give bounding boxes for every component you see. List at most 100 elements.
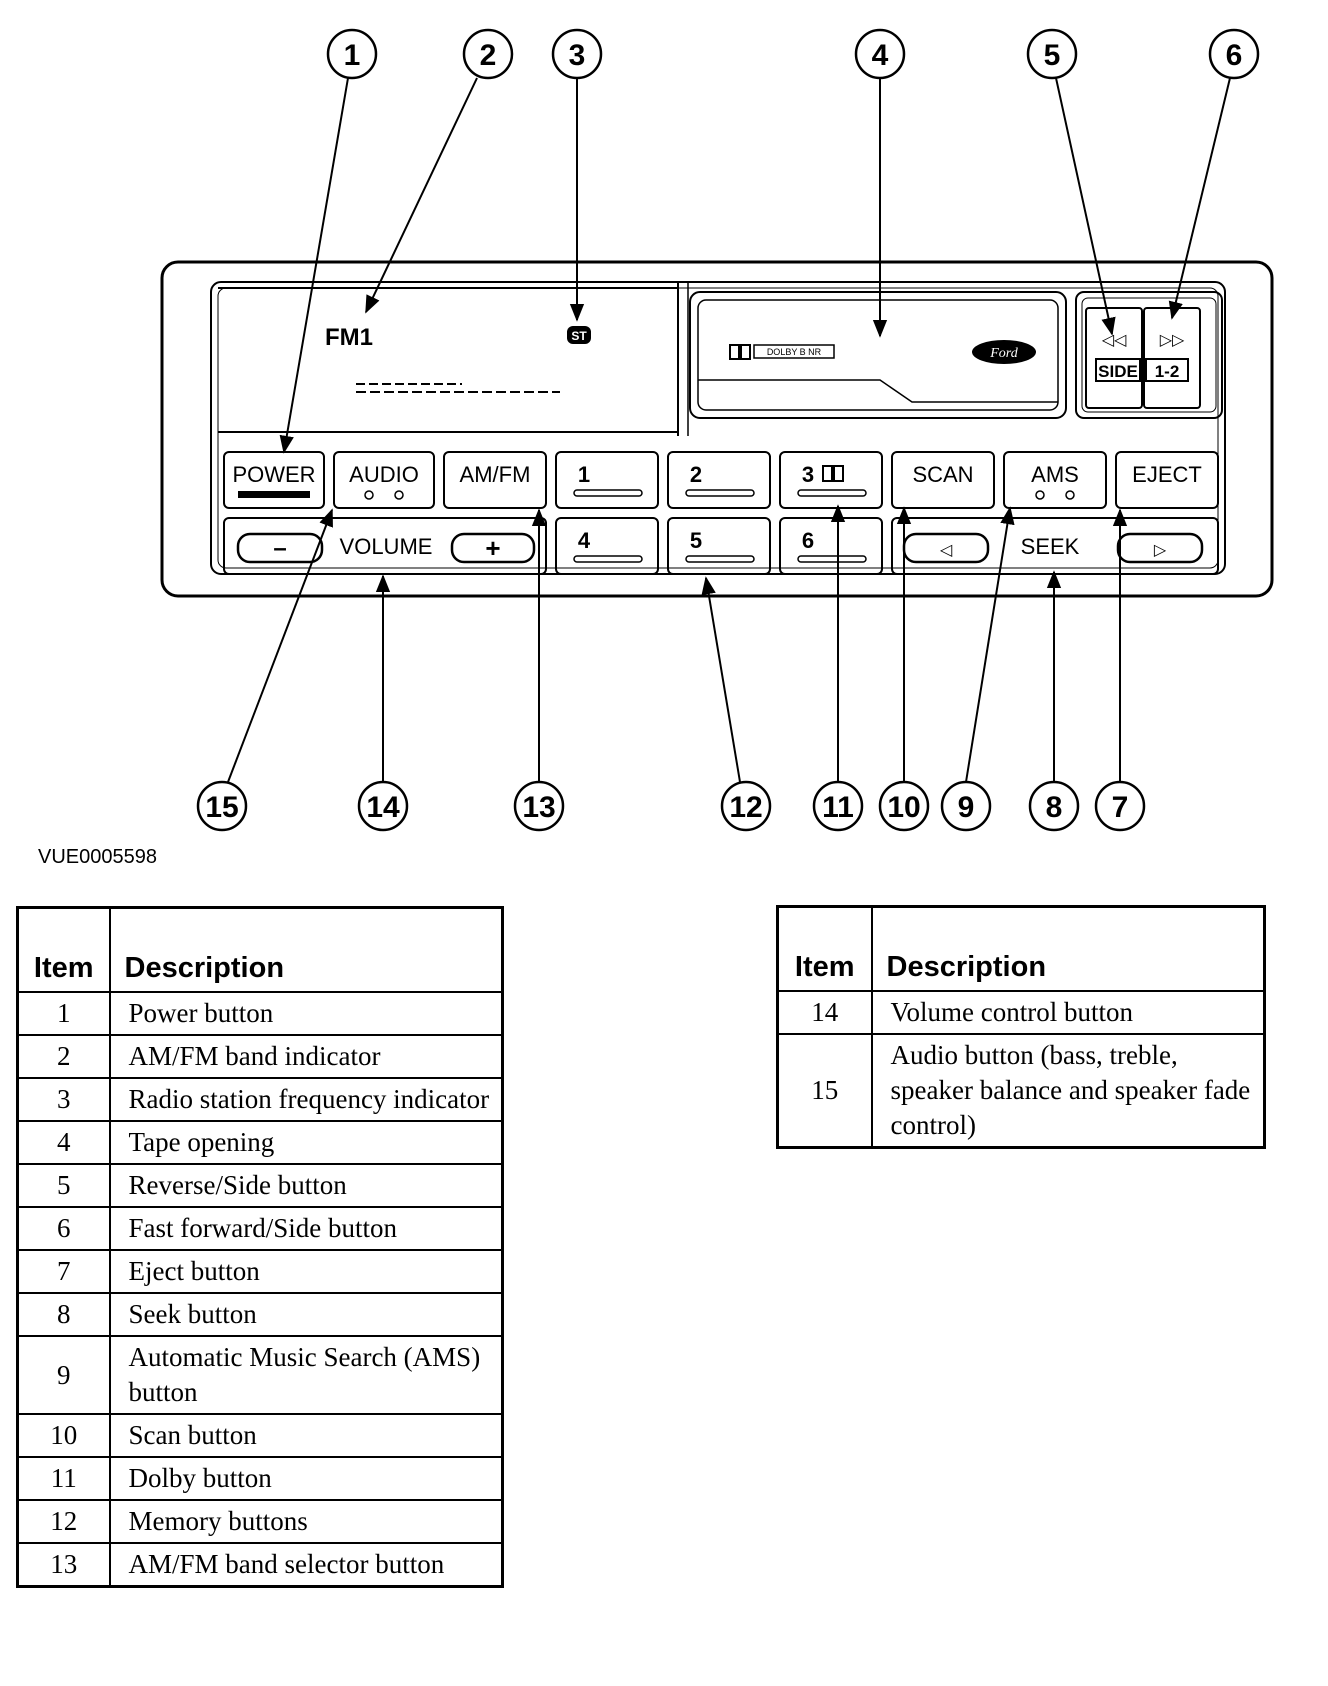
display-window: FM1 ST — [218, 282, 689, 436]
callout-13: 13 — [513, 780, 565, 832]
amfm-button-label: AM/FM — [460, 462, 531, 487]
callout-12: 12 — [720, 780, 772, 832]
callout-7: 7 — [1094, 780, 1146, 832]
fast-forward-side-button[interactable]: ▷▷ 1-2 — [1143, 307, 1201, 409]
callout-15: 15 — [196, 780, 248, 832]
item-number: 11 — [16, 1456, 111, 1501]
figure-code: VUE0005598 — [38, 846, 157, 868]
svg-text:14: 14 — [366, 791, 400, 824]
item-number: 5 — [16, 1163, 111, 1208]
amfm-button[interactable]: AM/FM — [443, 451, 547, 509]
preset-6-button[interactable]: 6 — [779, 517, 883, 575]
preset-4-button[interactable]: 4 — [555, 517, 659, 575]
svg-text:15: 15 — [205, 791, 238, 824]
svg-text:4: 4 — [872, 39, 889, 72]
item-description: Memory buttons — [108, 1499, 504, 1544]
rewind-icon: ◁◁ — [1101, 330, 1127, 349]
eject-button[interactable]: EJECT — [1115, 451, 1219, 509]
item-number: 12 — [16, 1499, 111, 1544]
leader-9 — [965, 506, 1015, 783]
preset-3-label: 3 — [802, 462, 814, 487]
item-number: 7 — [16, 1249, 111, 1294]
stereo-indicator: ST — [567, 326, 591, 344]
scan-button[interactable]: SCAN — [891, 451, 995, 509]
seek-left-icon: ◁ — [939, 540, 953, 559]
reverse-side-button[interactable]: ◁◁ SIDE — [1085, 307, 1143, 409]
callout-4: 4 — [854, 28, 906, 80]
audio-button[interactable]: AUDIO — [333, 451, 435, 509]
callout-10: 10 — [878, 780, 930, 832]
power-button[interactable]: POWER — [223, 451, 325, 509]
ams-button[interactable]: AMS — [1003, 451, 1107, 509]
volume-up-button[interactable]: + — [450, 532, 536, 564]
description-column-header: Description — [108, 906, 504, 993]
item-description: Volume control button — [870, 990, 1266, 1035]
item-description: Eject button — [108, 1249, 504, 1294]
seek-down-button[interactable]: ◁ — [902, 532, 990, 564]
svg-text:10: 10 — [887, 791, 920, 824]
stereo-indicator-text: ST — [571, 329, 587, 343]
dolby-icon — [822, 465, 833, 482]
dolby-logo: DOLBY B NR — [729, 344, 835, 360]
leader-1 — [279, 77, 349, 454]
radio-bezel — [160, 260, 1274, 598]
svg-text:8: 8 — [1046, 791, 1063, 824]
preset-2-button[interactable]: 2 — [667, 451, 771, 509]
preset-2-label: 2 — [690, 462, 702, 487]
svg-text:5: 5 — [1044, 39, 1061, 72]
item-description: AM/FM band indicator — [108, 1034, 504, 1079]
seek-up-button[interactable]: ▷ — [1116, 532, 1204, 564]
preset-1-button[interactable]: 1 — [555, 451, 659, 509]
leader-lines — [227, 77, 1231, 783]
item-description: Fast forward/Side button — [108, 1206, 504, 1251]
side-label: SIDE — [1098, 362, 1138, 381]
preset-3-dolby-button[interactable]: 3 — [779, 451, 883, 509]
item-number: 13 — [16, 1542, 111, 1588]
item-description: Dolby button — [108, 1456, 504, 1501]
volume-plus-label: + — [485, 533, 500, 563]
svg-text:7: 7 — [1112, 791, 1129, 824]
callout-3: 3 — [551, 28, 603, 80]
ams-button-label: AMS — [1031, 462, 1079, 487]
callout-1: 1 — [326, 28, 378, 80]
radio-diagram: FM1 ST DOLBY B NR Ford ◁◁ — [160, 28, 1274, 832]
item-description: Reverse/Side button — [108, 1163, 504, 1208]
item-number: 3 — [16, 1077, 111, 1122]
svg-text:12: 12 — [729, 791, 762, 824]
item-description: Audio button (bass, treble, speaker bala… — [870, 1033, 1266, 1149]
fast-forward-icon: ▷▷ — [1160, 330, 1185, 349]
leader-15 — [227, 508, 333, 783]
callouts: 1 2 3 4 5 6 7 8 9 10 11 12 13 14 15 — [196, 28, 1260, 832]
svg-text:2: 2 — [480, 39, 497, 72]
preset-5-label: 5 — [690, 528, 702, 553]
eject-button-label: EJECT — [1132, 462, 1202, 487]
preset-5-button[interactable]: 5 — [667, 517, 771, 575]
audio-button-label: AUDIO — [349, 462, 419, 487]
item-number: 2 — [16, 1034, 111, 1079]
ford-logo: Ford — [972, 340, 1036, 364]
item-description: Seek button — [108, 1292, 504, 1337]
item-number: 1 — [16, 991, 111, 1036]
svg-text:6: 6 — [1226, 39, 1243, 72]
item-description: Tape opening — [108, 1120, 504, 1165]
volume-down-button[interactable]: – — [236, 532, 324, 564]
volume-label: VOLUME — [340, 534, 433, 559]
description-column-header: Description — [870, 905, 1266, 992]
legend-header-row: Item Description — [16, 906, 504, 993]
svg-text:3: 3 — [569, 39, 586, 72]
preset-6-label: 6 — [802, 528, 814, 553]
ford-logo-text: Ford — [989, 346, 1018, 361]
scan-button-label: SCAN — [912, 462, 973, 487]
item-description: Automatic Music Search (AMS) button — [108, 1335, 504, 1415]
power-button-label: POWER — [232, 462, 315, 487]
